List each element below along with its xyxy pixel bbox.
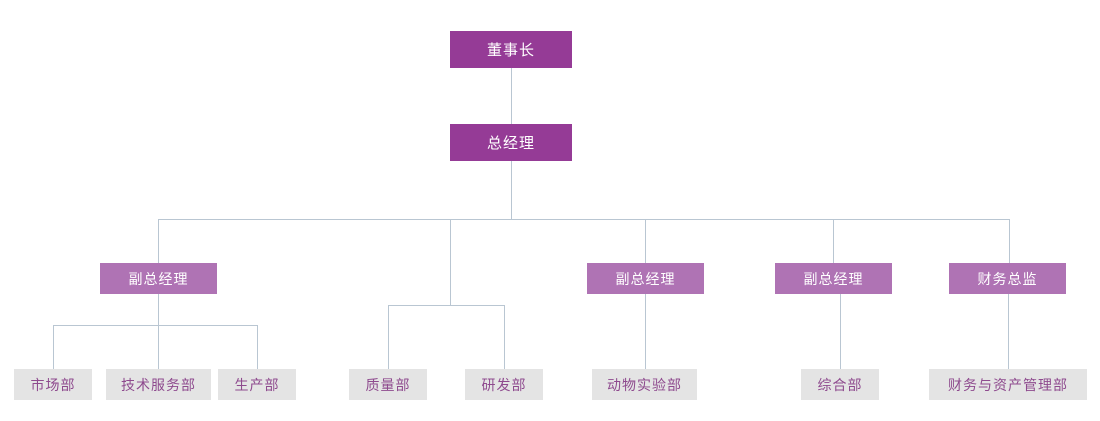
node-general-affairs-dept[interactable]: 综合部	[801, 369, 879, 400]
node-finance-asset-dept[interactable]: 财务与资产管理部	[929, 369, 1087, 400]
connector-vp1-stem	[158, 294, 159, 325]
node-production-dept[interactable]: 生产部	[218, 369, 296, 400]
connector-drop-rd	[504, 305, 505, 369]
node-rd-dept[interactable]: 研发部	[465, 369, 543, 400]
connector-level2-bus	[158, 219, 1010, 220]
connector-vp2-to-animal-lab	[645, 294, 646, 369]
connector-cfo-to-finance-asset	[1008, 294, 1009, 369]
connector-drop-production	[257, 325, 258, 369]
node-vp2-label: 副总经理	[615, 270, 676, 287]
node-general-manager-label: 总经理	[486, 135, 535, 152]
node-cfo-label: 财务总监	[977, 270, 1038, 287]
node-finance-asset-dept-label: 财务与资产管理部	[948, 376, 1068, 393]
node-chairman[interactable]: 董事长	[450, 31, 572, 68]
node-animal-lab-dept[interactable]: 动物实验部	[592, 369, 697, 400]
node-market-dept-label: 市场部	[30, 376, 76, 393]
node-vp3[interactable]: 副总经理	[775, 263, 892, 294]
connector-drop-tech-service	[158, 325, 159, 369]
node-chairman-label: 董事长	[486, 42, 535, 59]
connector-vp3-to-general-affairs	[840, 294, 841, 369]
node-animal-lab-dept-label: 动物实验部	[607, 376, 682, 393]
node-general-affairs-dept-label: 综合部	[817, 376, 863, 393]
connector-drop-vp3	[833, 219, 834, 263]
node-quality-dept[interactable]: 质量部	[349, 369, 427, 400]
connector-gm-stem	[511, 159, 512, 219]
connector-vp1-bus	[53, 325, 258, 326]
node-production-dept-label: 生产部	[234, 376, 280, 393]
node-vp1-label: 副总经理	[128, 270, 189, 287]
connector-drop-vp1	[158, 219, 159, 263]
connector-branch2-bus	[388, 305, 505, 306]
node-market-dept[interactable]: 市场部	[14, 369, 92, 400]
connector-drop-quality	[388, 305, 389, 369]
node-vp3-label: 副总经理	[803, 270, 864, 287]
connector-drop-cfo	[1009, 219, 1010, 263]
node-quality-dept-label: 质量部	[365, 376, 411, 393]
node-rd-dept-label: 研发部	[481, 376, 527, 393]
node-tech-service-dept[interactable]: 技术服务部	[106, 369, 211, 400]
node-cfo[interactable]: 财务总监	[949, 263, 1066, 294]
node-general-manager[interactable]: 总经理	[450, 124, 572, 161]
node-tech-service-dept-label: 技术服务部	[121, 376, 196, 393]
node-vp1[interactable]: 副总经理	[100, 263, 217, 294]
node-vp2[interactable]: 副总经理	[587, 263, 704, 294]
connector-drop-vp2	[645, 219, 646, 263]
connector-chairman-to-gm	[511, 68, 512, 124]
connector-drop-branch2	[450, 219, 451, 305]
connector-drop-market	[53, 325, 54, 369]
